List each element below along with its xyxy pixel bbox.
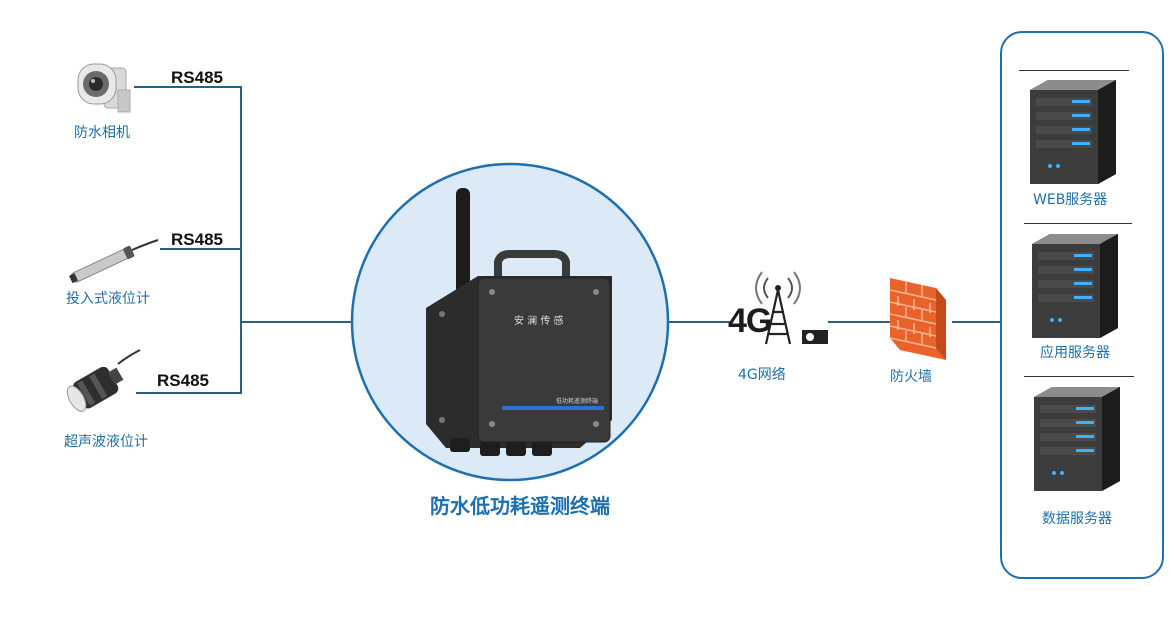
device-ultrasonic xyxy=(62,349,142,420)
server-separator-top xyxy=(1019,70,1129,71)
firewall-label: 防火墙 xyxy=(890,369,932,385)
line-firewall-to-servers xyxy=(952,321,1002,323)
line-camera xyxy=(134,86,242,88)
terminal-device-icon xyxy=(426,188,612,456)
line-bus-to-terminal xyxy=(240,321,352,323)
server-panel xyxy=(1000,31,1164,579)
line-submersible xyxy=(160,248,242,250)
protocol-label-submersible: RS485 xyxy=(171,230,223,249)
terminal-node: 安 澜 传 感 低功耗遥测终端 xyxy=(350,162,670,482)
protocol-label-ultrasonic: RS485 xyxy=(157,371,209,390)
device-label-ultrasonic: 超声波液位计 xyxy=(64,434,148,450)
ultrasonic-level-sensor-icon xyxy=(66,349,141,412)
4g-tower-icon xyxy=(755,271,828,345)
server-label-web: WEB服务器 xyxy=(1033,192,1108,208)
camera-icon xyxy=(77,63,131,113)
line-bus-vertical xyxy=(240,86,242,394)
server-data xyxy=(1030,385,1134,495)
server-rack-icon xyxy=(1030,80,1116,184)
submersible-level-sensor-icon xyxy=(69,239,159,284)
device-label-camera: 防水相机 xyxy=(74,125,130,141)
server-rack-icon xyxy=(1032,234,1118,338)
server-label-data: 数据服务器 xyxy=(1042,511,1112,527)
terminal-title: 防水低功耗遥测终端 xyxy=(430,494,610,518)
server-separator-middle-1 xyxy=(1024,223,1132,224)
network-node: 4G xyxy=(726,264,830,348)
device-submersible xyxy=(62,236,162,286)
network-icon-text: 4G xyxy=(728,302,772,340)
line-terminal-to-4g xyxy=(668,321,730,323)
server-rack-icon xyxy=(1034,387,1120,491)
terminal-box-label: 低功耗遥测终端 xyxy=(556,398,599,405)
network-label: 4G网络 xyxy=(738,367,786,383)
line-ultrasonic xyxy=(136,392,242,394)
server-web xyxy=(1026,78,1130,188)
brick-wall-icon xyxy=(889,278,946,360)
server-label-app: 应用服务器 xyxy=(1040,345,1110,361)
terminal-brand-text: 安 澜 传 感 xyxy=(514,316,564,327)
device-label-submersible: 投入式液位计 xyxy=(66,291,150,307)
device-camera xyxy=(74,60,134,116)
firewall-node xyxy=(886,274,950,364)
server-separator-middle-2 xyxy=(1024,376,1134,377)
server-app xyxy=(1028,232,1132,342)
protocol-label-camera: RS485 xyxy=(171,68,223,87)
line-4g-to-firewall xyxy=(828,321,890,323)
